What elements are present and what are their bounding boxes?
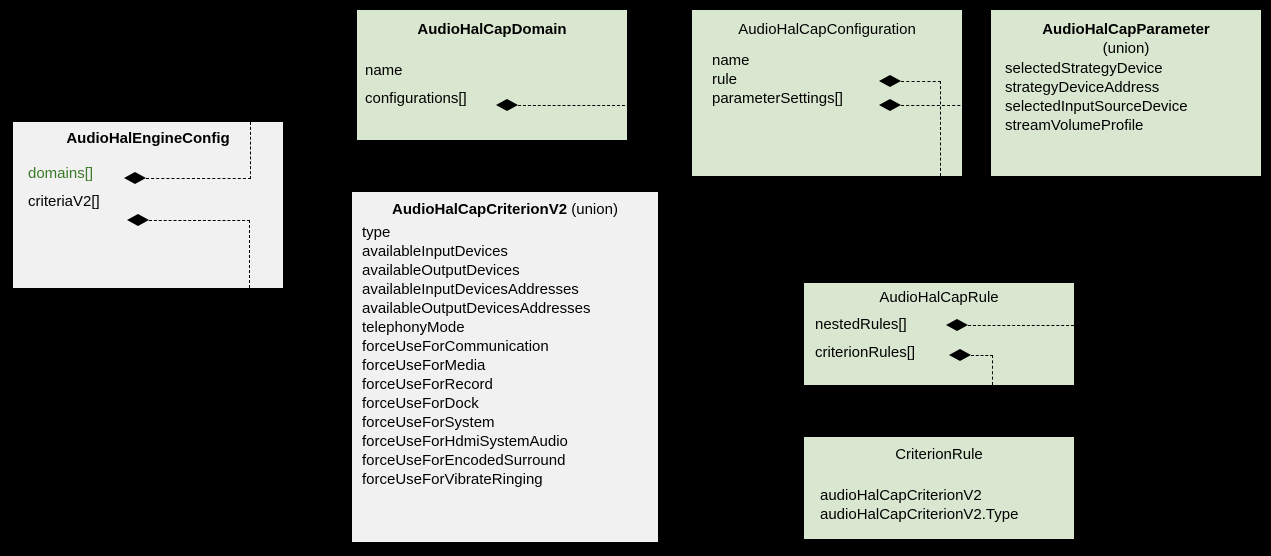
attribute-parameter-settings[interactable]: parameterSettings[] — [712, 90, 843, 107]
attribute-selected-input-source-device[interactable]: selectedInputSourceDevice — [1005, 98, 1188, 115]
attribute-name[interactable]: name — [712, 52, 750, 69]
connector-domains-vertical — [250, 122, 251, 179]
connector-criteria-v2-vertical — [249, 220, 250, 288]
attribute-force-use-for-encoded-surround[interactable]: forceUseForEncodedSurround — [362, 452, 566, 469]
attribute-audio-hal-cap-criterion-v2-type[interactable]: audioHalCapCriterionV2.Type — [820, 506, 1019, 523]
attribute-stream-volume-profile[interactable]: streamVolumeProfile — [1005, 117, 1144, 134]
attribute-domains[interactable]: domains[] — [28, 165, 94, 182]
attribute-type[interactable]: type — [362, 224, 391, 241]
attribute-rule[interactable]: rule — [712, 71, 738, 88]
class-box-audio-hal-engine-config[interactable]: AudioHalEngineConfig domains[] criteriaV… — [13, 122, 283, 288]
aggregation-diamond-rule — [879, 75, 901, 87]
connector-criteria-v2-horizontal — [149, 220, 250, 221]
attribute-selected-strategy-device[interactable]: selectedStrategyDevice — [1005, 60, 1163, 77]
attribute-telephony-mode[interactable]: telephonyMode — [362, 319, 465, 336]
class-stereotype-text: (union) — [571, 201, 618, 218]
attribute-force-use-for-communication[interactable]: forceUseForCommunication — [362, 338, 549, 355]
class-box-audio-hal-cap-rule[interactable]: AudioHalCapRule nestedRules[] criterionR… — [804, 283, 1074, 385]
aggregation-diamond-nested-rules — [946, 319, 968, 331]
connector-nested-rules-horizontal — [968, 325, 1074, 326]
connector-rule-vertical — [940, 81, 941, 176]
connector-rule-horizontal — [901, 81, 941, 82]
class-title-audio-hal-cap-parameter: AudioHalCapParameter — [1042, 21, 1210, 38]
aggregation-diamond-parameter-settings — [879, 99, 901, 111]
connector-criterion-rules-vertical — [992, 355, 993, 385]
attribute-available-output-devices-addresses[interactable]: availableOutputDevicesAddresses — [362, 300, 591, 317]
attribute-criterion-rules[interactable]: criterionRules[] — [815, 344, 916, 361]
attribute-available-input-devices-addresses[interactable]: availableInputDevicesAddresses — [362, 281, 579, 298]
attribute-force-use-for-dock[interactable]: forceUseForDock — [362, 395, 479, 412]
attribute-available-output-devices[interactable]: availableOutputDevices — [362, 262, 520, 279]
class-title-audio-hal-engine-config: AudioHalEngineConfig — [66, 130, 230, 147]
attribute-force-use-for-hdmi-system-audio[interactable]: forceUseForHdmiSystemAudio — [362, 433, 568, 450]
class-title-audio-hal-cap-domain: AudioHalCapDomain — [417, 21, 567, 38]
class-attributes-audio-hal-engine-config: domains[] criteriaV2[] — [28, 164, 283, 211]
class-title-criterion-rule: CriterionRule — [895, 446, 983, 463]
class-title-audio-hal-cap-configuration: AudioHalCapConfiguration — [738, 21, 916, 38]
aggregation-diamond-criteria-v2 — [127, 214, 149, 226]
class-attributes-audio-hal-cap-configuration: name rule parameterSettings[] — [712, 51, 962, 108]
attribute-strategy-device-address[interactable]: strategyDeviceAddress — [1005, 79, 1160, 96]
class-box-audio-hal-cap-criterion-v2[interactable]: AudioHalCapCriterionV2 (union) type avai… — [352, 192, 658, 542]
class-attributes-criterion-rule: audioHalCapCriterionV2 audioHalCapCriter… — [820, 486, 1074, 524]
attribute-criteria-v2[interactable]: criteriaV2[] — [28, 193, 100, 210]
attribute-configurations[interactable]: configurations[] — [365, 90, 467, 107]
attribute-force-use-for-vibrate-ringing[interactable]: forceUseForVibrateRinging — [362, 471, 543, 488]
attribute-nested-rules[interactable]: nestedRules[] — [815, 316, 907, 333]
class-attributes-audio-hal-cap-criterion-v2: type availableInputDevices availableOutp… — [362, 223, 658, 489]
class-stereotype-audio-hal-cap-parameter: (union) — [1102, 40, 1150, 57]
class-title-audio-hal-cap-rule: AudioHalCapRule — [879, 289, 999, 306]
class-box-criterion-rule[interactable]: CriterionRule audioHalCapCriterionV2 aud… — [804, 437, 1074, 539]
attribute-force-use-for-system[interactable]: forceUseForSystem — [362, 414, 495, 431]
attribute-available-input-devices[interactable]: availableInputDevices — [362, 243, 508, 260]
attribute-audio-hal-cap-criterion-v2[interactable]: audioHalCapCriterionV2 — [820, 487, 982, 504]
aggregation-diamond-criterion-rules — [949, 349, 971, 361]
class-attributes-audio-hal-cap-parameter: selectedStrategyDevice strategyDeviceAdd… — [1005, 59, 1261, 135]
class-title-text: AudioHalCapCriterionV2 — [392, 201, 568, 218]
connector-configurations-horizontal — [518, 105, 714, 106]
connector-criterion-rules-horizontal — [971, 355, 993, 356]
attribute-force-use-for-record[interactable]: forceUseForRecord — [362, 376, 493, 393]
aggregation-diamond-configurations — [496, 99, 518, 111]
class-title-audio-hal-cap-criterion-v2: AudioHalCapCriterionV2 (union) — [352, 200, 658, 219]
connector-domains-horizontal — [146, 178, 251, 179]
aggregation-diamond-domains — [124, 172, 146, 184]
attribute-force-use-for-media[interactable]: forceUseForMedia — [362, 357, 486, 374]
class-attributes-audio-hal-cap-rule: nestedRules[] criterionRules[] — [815, 315, 1074, 362]
class-box-audio-hal-cap-parameter[interactable]: AudioHalCapParameter (union) selectedStr… — [991, 10, 1261, 176]
class-box-audio-hal-cap-domain[interactable]: AudioHalCapDomain name configurations[] — [357, 10, 627, 140]
class-attributes-audio-hal-cap-domain: name configurations[] — [365, 61, 627, 108]
attribute-name[interactable]: name — [365, 62, 403, 79]
class-box-audio-hal-cap-configuration[interactable]: AudioHalCapConfiguration name rule param… — [692, 10, 962, 176]
connector-parameter-settings-horizontal — [901, 105, 991, 106]
